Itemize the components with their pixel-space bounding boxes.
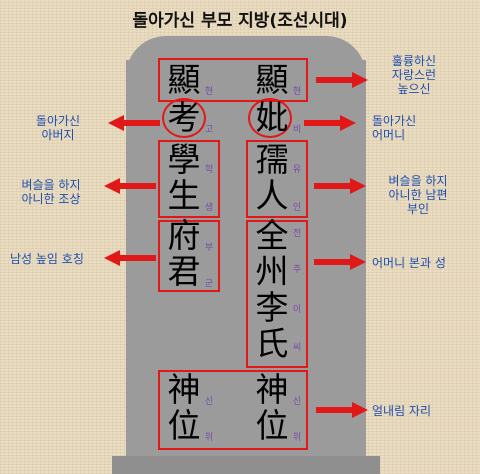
- label-hyeon-line3: 높으신: [397, 82, 431, 96]
- mother-char-hyeon: 顯: [255, 60, 289, 99]
- mother-char-i: 李: [255, 288, 289, 327]
- mother-reading-ssi: 씨: [292, 343, 302, 353]
- father-reading-gun: 군: [204, 279, 214, 289]
- mother-char-yu: 孺: [255, 140, 289, 179]
- mother-char-jeon: 全: [255, 216, 289, 255]
- mother-char-wi: 位: [255, 406, 289, 445]
- father-reading-saeng: 생: [204, 203, 214, 213]
- circle-go: [162, 98, 206, 138]
- mother-reading-jeon: 전: [292, 229, 302, 239]
- mother-char-sin: 神: [255, 370, 289, 409]
- label-yuin-line1: 벼슬을 하지: [388, 174, 448, 188]
- frame-jeonju-issi: [246, 220, 308, 368]
- father-char-bu: 府: [167, 216, 201, 255]
- label-father-line2: 아버지: [41, 128, 75, 142]
- ancestral-tablet-base: [112, 456, 380, 474]
- father-reading-wi: 위: [204, 433, 214, 443]
- frame-bugun: [158, 220, 220, 292]
- label-yuin-line3: 부인: [406, 202, 430, 216]
- arrow-right-yuin: [314, 178, 366, 194]
- father-char-sin: 神: [167, 370, 201, 409]
- label-haksaeng-line2: 아니한 조상: [21, 192, 81, 206]
- label-mother-meaning: 돌아가신 어머니: [372, 114, 416, 142]
- mother-reading-hyeon: 현: [292, 87, 302, 97]
- mother-reading-in: 인: [292, 203, 302, 213]
- page-title: 돌아가신 부모 지방(조선시대): [132, 11, 348, 31]
- father-char-saeng: 生: [167, 176, 201, 215]
- label-hyeon-line2: 자랑스런: [391, 68, 437, 82]
- father-char-hyeon: 顯: [167, 60, 201, 99]
- father-char-wi: 位: [167, 406, 201, 445]
- frame-sinwi: [158, 370, 308, 450]
- label-yuin-line2: 아니한 남편: [388, 188, 448, 202]
- mother-reading-i: 이: [292, 305, 302, 315]
- arrow-right-bongwan: [314, 254, 366, 270]
- arrow-left-go: [108, 115, 160, 131]
- circle-bi: [248, 98, 292, 138]
- mother-reading-bi: 비: [292, 125, 302, 135]
- mother-reading-wi: 위: [292, 433, 302, 443]
- frame-yuin: [246, 140, 308, 218]
- label-bugun-meaning: 남성 높임 호칭: [10, 252, 84, 266]
- label-mother-line2: 어머니: [372, 128, 406, 142]
- arrow-right-hyeon: [316, 72, 368, 88]
- mother-reading-sin: 신: [292, 397, 302, 407]
- father-reading-go: 고: [204, 125, 214, 135]
- father-reading-sin: 신: [204, 397, 214, 407]
- mother-char-bi: 妣: [255, 98, 289, 137]
- frame-hyeon: [158, 58, 308, 102]
- arrow-left-haksaeng: [104, 178, 156, 194]
- father-char-go: 考: [167, 98, 201, 137]
- father-char-gun: 君: [167, 252, 201, 291]
- father-reading-hak: 학: [204, 165, 214, 175]
- mother-reading-yu: 유: [292, 165, 302, 175]
- label-sinwi-meaning: 얼내림 자리: [372, 404, 432, 418]
- arrow-left-bugun: [104, 250, 156, 266]
- label-bongwan-meaning: 어머니 본과 성: [372, 256, 446, 270]
- label-hyeon-meaning: 훌륭하신 자랑스런 높으신: [368, 54, 460, 96]
- arrow-right-bi: [304, 115, 356, 131]
- mother-char-ju: 州: [255, 252, 289, 291]
- label-mother-line1: 돌아가신: [372, 114, 417, 128]
- label-father-line1: 돌아가신: [35, 114, 81, 128]
- label-haksaeng-line1: 벼슬을 하지: [21, 178, 81, 192]
- label-yuin-meaning: 벼슬을 하지 아니한 남편 부인: [368, 174, 468, 216]
- frame-haksaeng: [158, 140, 220, 218]
- father-char-hak: 學: [167, 140, 201, 179]
- father-reading-hyeon: 현: [204, 87, 214, 97]
- mother-char-ssi: 氏: [255, 324, 289, 363]
- mother-char-in: 人: [255, 176, 289, 215]
- arrow-right-sinwi: [316, 402, 368, 418]
- mother-reading-ju: 주: [292, 265, 302, 275]
- label-father-meaning: 돌아가신 아버지: [20, 114, 96, 142]
- label-haksaeng-meaning: 벼슬을 하지 아니한 조상: [4, 178, 98, 206]
- label-hyeon-line1: 훌륭하신: [391, 54, 437, 68]
- father-reading-bu: 부: [204, 243, 214, 253]
